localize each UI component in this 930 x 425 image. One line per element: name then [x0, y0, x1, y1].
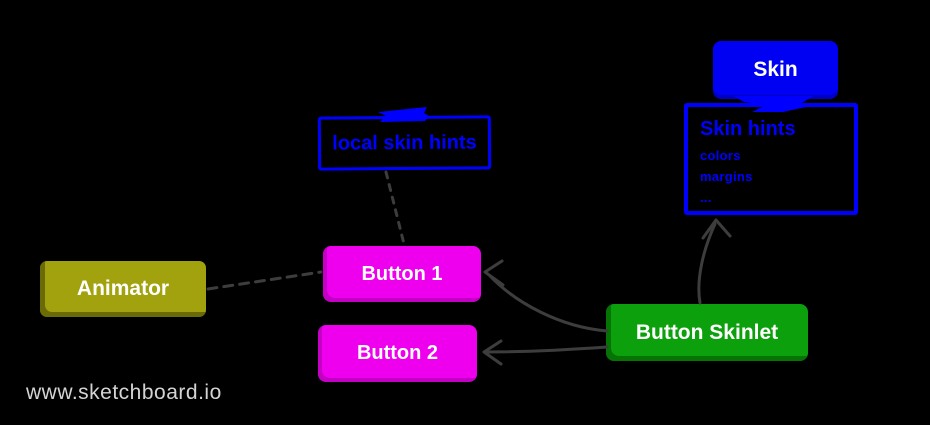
sketchboard-watermark: www.sketchboard.io — [26, 381, 222, 404]
node-button2-label: Button 2 — [356, 342, 439, 364]
skin-hints-title: Skin hints — [700, 118, 796, 140]
edge-animator-button1[interactable] — [206, 270, 323, 291]
arrowhead-button2-icon — [482, 339, 503, 366]
edge-local-skin-hints-button1[interactable] — [384, 170, 406, 246]
edge-button-skinlet-skin-hints[interactable] — [697, 222, 717, 305]
edge-button-skinlet-button2[interactable] — [485, 345, 609, 354]
node-animator-label: Animator — [76, 277, 170, 300]
edge-button-skinlet-button1[interactable] — [488, 274, 609, 333]
node-animator[interactable]: Animator — [40, 261, 206, 317]
node-button1-label: Button 1 — [361, 262, 443, 285]
skin-hints-item: margins — [700, 169, 753, 184]
node-button-skinlet[interactable]: Button Skinlet — [606, 304, 808, 361]
arrowhead-skin-hints-icon — [701, 218, 732, 240]
node-button2[interactable]: Button 2 — [318, 325, 477, 382]
node-button1[interactable]: Button 1 — [323, 246, 481, 302]
node-button-skinlet-label: Button Skinlet — [635, 320, 779, 344]
node-local-skin-hints[interactable]: local skin hints — [317, 115, 492, 171]
skin-hints-item: ... — [700, 190, 712, 205]
node-local-skin-hints-label: local skin hints — [332, 130, 477, 155]
node-skin-label: Skin — [753, 58, 798, 81]
arrowhead-button1-icon — [483, 259, 505, 287]
skin-hints-item: colors — [700, 148, 741, 163]
node-skin[interactable]: Skin — [713, 41, 838, 99]
node-skin-hints[interactable]: Skin hints colors margins ... — [684, 103, 858, 215]
